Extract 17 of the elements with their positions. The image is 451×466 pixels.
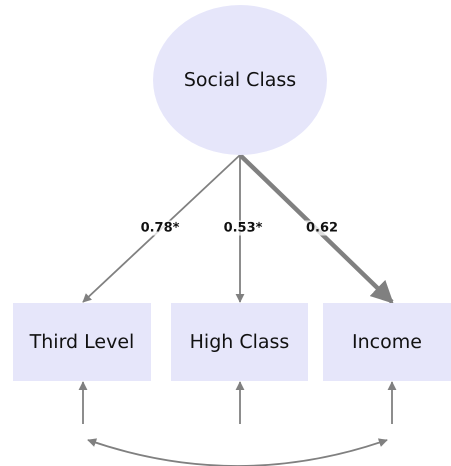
arrow	[238, 153, 394, 304]
observed-variable-box	[171, 303, 308, 381]
node-label: Income	[352, 331, 422, 353]
observed-variable-box	[13, 303, 151, 381]
arrow	[388, 381, 396, 424]
edge-label: 0.78*	[140, 220, 180, 236]
arrow	[82, 154, 241, 303]
node-label: Third Level	[30, 331, 134, 353]
observed-variable-box	[323, 303, 451, 381]
edge-label: 0.53*	[222, 220, 264, 236]
arrow	[236, 155, 244, 303]
arrow	[236, 381, 244, 424]
node-label: Social Class	[184, 69, 296, 91]
arrow	[78, 381, 88, 424]
node-label: High Class	[190, 331, 290, 353]
arrow	[87, 438, 388, 466]
edge-label: 0.62	[304, 220, 340, 236]
